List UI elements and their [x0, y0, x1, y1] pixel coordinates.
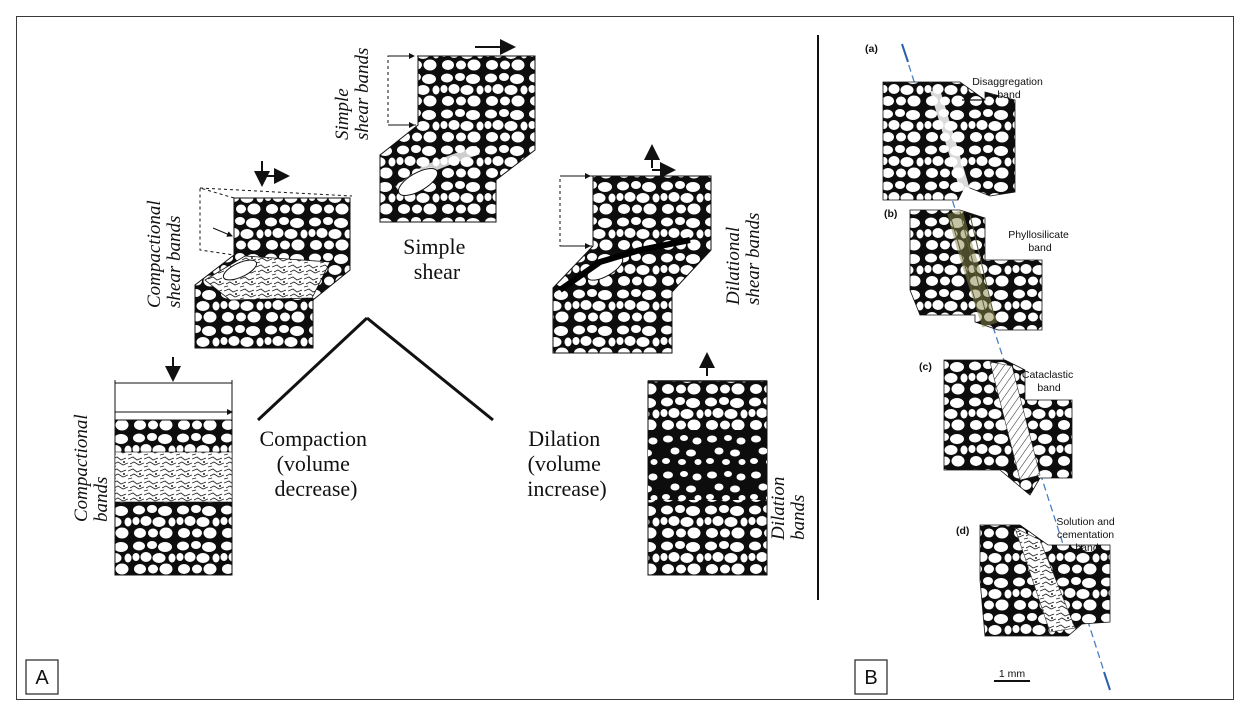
cataclastic-block	[943, 359, 1073, 496]
sublabel-a: (a)	[865, 43, 878, 55]
compactional-bands-label: Compactional bands	[71, 410, 112, 522]
simple-shear-bands-label: Simple shear bands	[332, 48, 373, 140]
scale-bar-label: 1 mm	[999, 668, 1026, 680]
sublabel-d: (d)	[956, 525, 969, 537]
phyllosilicate-label: Phyllosilicate band	[1008, 229, 1072, 254]
sublabel-b: (b)	[884, 208, 897, 220]
panel-a: Simple shear bands Compactional shear ba…	[25, 39, 809, 695]
dilational-shear-block	[552, 144, 712, 354]
dilation-band-block	[647, 352, 768, 576]
compaction-caption: Compaction (volume decrease)	[259, 426, 372, 501]
panel-b-label-box	[854, 659, 888, 695]
dilation-caption: Dilation (volume increase)	[527, 426, 606, 501]
disaggregation-block	[882, 81, 1016, 201]
compactional-shear-block	[194, 161, 353, 349]
sublabel-c: (c)	[919, 361, 932, 373]
panel-a-label: A	[35, 667, 49, 689]
compactional-band-block	[114, 357, 233, 576]
panel-a-label-box	[25, 659, 59, 695]
simple-shear-caption: Simple shear	[403, 234, 471, 284]
solution-label: Solution and cementation band	[1056, 516, 1117, 554]
figure-frame	[16, 16, 1234, 700]
phyllosilicate-block	[909, 209, 1043, 331]
solution-cementation-block	[979, 524, 1111, 637]
compaction-branch-line	[256, 316, 369, 422]
disaggregation-label: Disaggregation band	[972, 76, 1046, 101]
panel-b-label: B	[864, 667, 877, 689]
dilation-bands-label: Dilation bands	[768, 472, 809, 541]
dilation-branch-line	[366, 316, 494, 422]
dilational-shear-bands-label: Dilational shear bands	[723, 213, 764, 306]
axis-arrow-bottom-icon	[1103, 671, 1111, 691]
axis-arrow-top-icon	[901, 43, 909, 63]
cataclastic-label: Cataclastic band	[1022, 369, 1076, 394]
panel-b: (a) (b) (c) (d) Disaggregation band Phyl…	[854, 43, 1117, 695]
simple-shear-block	[379, 39, 536, 223]
compactional-shear-bands-label: Compactional shear bands	[144, 196, 185, 308]
